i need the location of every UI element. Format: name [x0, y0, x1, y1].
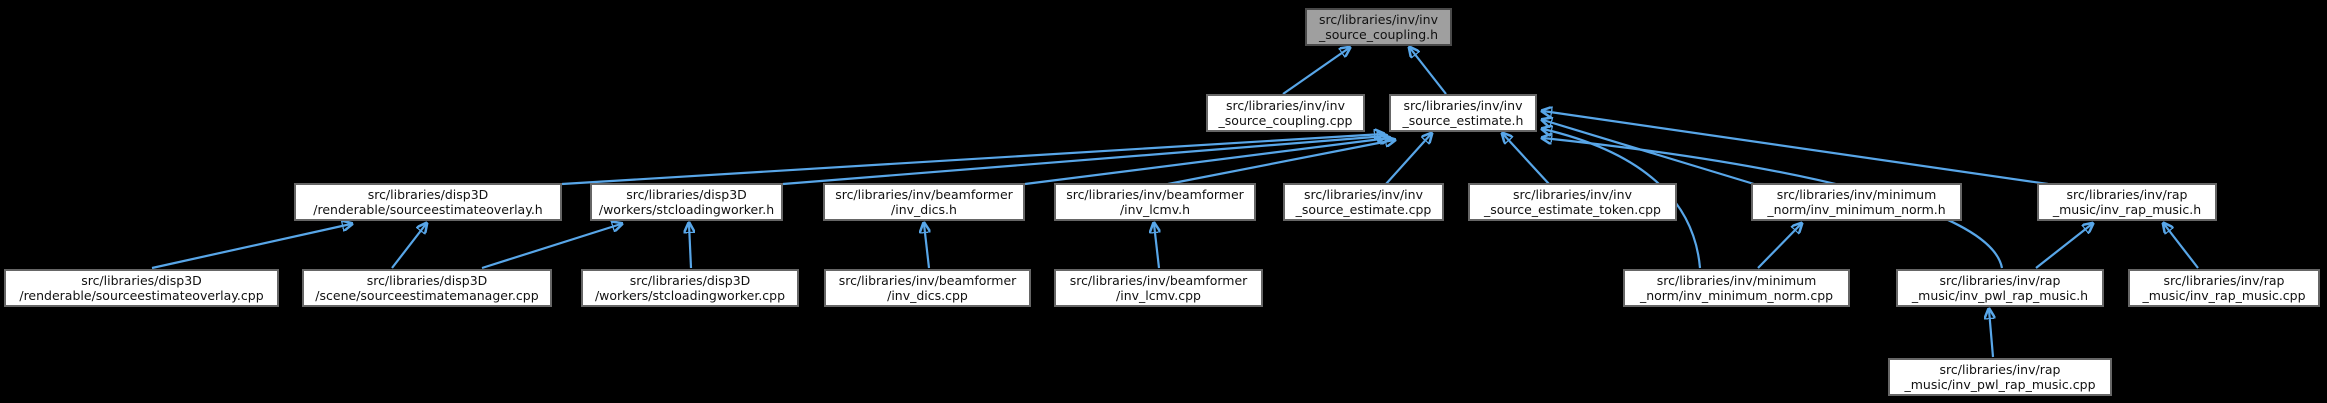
edge-rap-music-h-to-source-estimate-h [1543, 111, 2049, 186]
edge-inv-dics-cpp-to-inv-dics-h [924, 224, 929, 269]
node-label: src/libraries/disp3D [366, 272, 488, 288]
edge-minimum-norm-h-to-source-estimate-h [1543, 120, 1755, 186]
node-label: _music/inv_pwl_rap_music.cpp [1904, 377, 2096, 392]
edge-source-estimate-cpp-to-source-estimate-h [1385, 134, 1431, 185]
node-inv-lcmv-cpp[interactable]: src/libraries/inv/beamformer /inv_lcmv.c… [1054, 269, 1263, 307]
node-label: _music/inv_pwl_rap_music.h [1911, 288, 2089, 303]
node-inv-source-coupling-cpp[interactable]: src/libraries/inv/inv _source_coupling.c… [1206, 94, 1365, 132]
edge-inv-dics-h-to-source-estimate-h [1024, 138, 1389, 186]
node-inv-dics-cpp[interactable]: src/libraries/inv/beamformer /inv_dics.c… [824, 269, 1031, 307]
node-label: src/libraries/inv/inv [1319, 11, 1438, 27]
edge-rap-music-cpp-to-rap-music-h [2164, 224, 2199, 269]
node-label: src/libraries/disp3D [626, 186, 747, 202]
node-label: /scene/sourceestimatemanager.cpp [315, 288, 539, 303]
node-label: _source_coupling.h [1318, 27, 1439, 42]
node-label: src/libraries/inv/inv [1304, 186, 1423, 202]
edge-source-estimate-h-to-source-coupling-h [1410, 48, 1447, 95]
node-label: src/libraries/inv/inv [1403, 97, 1523, 113]
node-label: /renderable/sourceestimateoverlay.h [313, 202, 543, 217]
node-label: src/libraries/inv/rap [1939, 272, 2061, 288]
node-sourceestimatemanager-cpp[interactable]: src/libraries/disp3D /scene/sourceestima… [302, 269, 552, 307]
node-label: _music/inv_rap_music.cpp [2142, 288, 2306, 303]
node-label: src/libraries/inv/beamformer [835, 186, 1013, 202]
edge-pwl-rap-music-cpp-to-pwl-rap-music-h [1989, 310, 1993, 358]
node-sourceestimateoverlay-h[interactable]: src/libraries/disp3D /renderable/sourcee… [294, 183, 562, 221]
node-label: src/libraries/inv/inv [1513, 186, 1632, 202]
edge-sourceestimatemanager-cpp-to-stcloadingworker-h [481, 224, 621, 270]
node-inv-minimum-norm-cpp[interactable]: src/libraries/inv/minimum _norm/inv_mini… [1623, 269, 1850, 307]
node-inv-pwl-rap-music-h[interactable]: src/libraries/inv/rap _music/inv_pwl_rap… [1896, 269, 2104, 307]
edge-source-estimate-token-cpp-to-source-estimate-h [1503, 134, 1550, 185]
edge-minimum-norm-cpp-to-minimum-norm-h [1757, 224, 1801, 269]
node-stcloadingworker-cpp[interactable]: src/libraries/disp3D /workers/stcloading… [581, 269, 799, 307]
node-label: _norm/inv_minimum_norm.cpp [1639, 288, 1834, 303]
node-label: _source_estimate.cpp [1295, 202, 1432, 217]
edge-sourceestimatemanager-cpp-to-sourceestimateoverlay-h [391, 224, 426, 269]
node-label: src/libraries/disp3D [367, 186, 489, 202]
edge-stcloadingworker-h-to-source-estimate-h [782, 136, 1386, 186]
node-stcloadingworker-h[interactable]: src/libraries/disp3D /workers/stcloading… [590, 183, 783, 221]
node-label: src/libraries/disp3D [629, 272, 751, 288]
edge-inv-lcmv-h-to-source-estimate-h [1167, 140, 1394, 186]
node-inv-minimum-norm-h[interactable]: src/libraries/inv/minimum _norm/inv_mini… [1751, 183, 1962, 221]
node-inv-source-coupling-h: src/libraries/inv/inv _source_coupling.h [1305, 8, 1452, 46]
node-label: src/libraries/inv/beamformer [1069, 272, 1248, 288]
node-label: _source_estimate_token.cpp [1484, 202, 1661, 217]
node-label: /inv_lcmv.cpp [1116, 288, 1201, 303]
edge-pwl-rap-music-h-to-rap-music-h [2035, 224, 2092, 269]
node-inv-rap-music-h[interactable]: src/libraries/inv/rap _music/inv_rap_mus… [2037, 183, 2217, 221]
node-label: /workers/stcloadingworker.h [598, 202, 775, 217]
node-inv-source-estimate-token-cpp[interactable]: src/libraries/inv/inv _source_estimate_t… [1468, 183, 1677, 221]
node-label: src/libraries/inv/beamformer [838, 272, 1017, 288]
edge-sourceestimateoverlay-h-to-source-estimate-h [561, 134, 1383, 186]
edge-stcloadingworker-cpp-to-stcloadingworker-h [689, 224, 691, 269]
node-inv-dics-h[interactable]: src/libraries/inv/beamformer /inv_dics.h [823, 183, 1025, 221]
node-label: src/libraries/inv/beamformer [1066, 186, 1244, 202]
node-label: _source_coupling.cpp [1218, 113, 1353, 128]
node-sourceestimateoverlay-cpp[interactable]: src/libraries/disp3D /renderable/sourcee… [4, 269, 279, 307]
node-label: src/libraries/inv/rap [2163, 272, 2285, 288]
edge-source-coupling-cpp-to-source-coupling-h [1282, 48, 1349, 95]
node-label: src/libraries/inv/minimum [1656, 272, 1817, 288]
node-label: /renderable/sourceestimateoverlay.cpp [19, 288, 264, 303]
edge-inv-lcmv-cpp-to-inv-lcmv-h [1154, 224, 1159, 269]
node-inv-source-estimate-cpp[interactable]: src/libraries/inv/inv _source_estimate.c… [1283, 183, 1444, 221]
node-label: src/libraries/inv/minimum [1776, 186, 1937, 202]
node-inv-rap-music-cpp[interactable]: src/libraries/inv/rap _music/inv_rap_mus… [2128, 269, 2320, 307]
node-label: src/libraries/inv/rap [2066, 186, 2188, 202]
node-label: /inv_dics.cpp [887, 288, 968, 303]
node-label: src/libraries/disp3D [81, 272, 202, 288]
node-inv-source-estimate-h[interactable]: src/libraries/inv/inv _source_estimate.h [1389, 94, 1537, 132]
node-inv-pwl-rap-music-cpp[interactable]: src/libraries/inv/rap _music/inv_pwl_rap… [1888, 358, 2112, 396]
node-label: _music/inv_rap_music.h [2052, 202, 2202, 217]
node-label: /workers/stcloadingworker.cpp [594, 288, 786, 303]
node-label: _norm/inv_minimum_norm.h [1767, 202, 1946, 217]
node-label: /inv_lcmv.h [1119, 202, 1191, 217]
node-label: _source_estimate.h [1402, 113, 1524, 128]
node-label: /inv_dics.h [891, 202, 957, 217]
node-inv-lcmv-h[interactable]: src/libraries/inv/beamformer /inv_lcmv.h [1054, 183, 1256, 221]
node-label: src/libraries/inv/inv [1226, 97, 1345, 113]
edge-sourceestimateoverlay-cpp-to-sourceestimateoverlay-h [151, 224, 351, 270]
node-label: src/libraries/inv/rap [1939, 361, 2061, 377]
